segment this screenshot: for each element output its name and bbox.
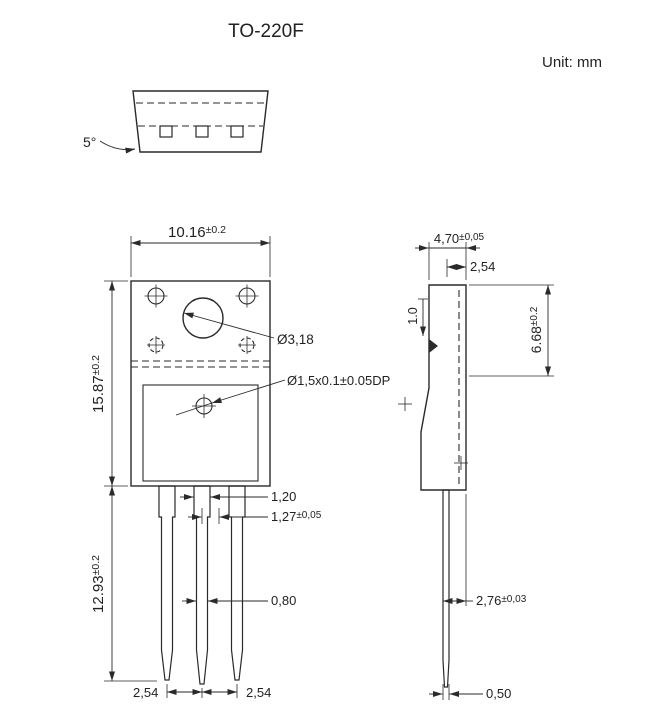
dim-dimple-offset: 1.0 [406, 307, 420, 324]
dim-hole-center-offset: 2,54 [470, 259, 495, 274]
dim-tab-height: 6.68±0.2 [528, 306, 544, 353]
dim-body-height: 15.87±0.2 [90, 355, 107, 413]
dim-lead-offset: 2,76±0,03 [476, 593, 527, 608]
page-title: TO-220F [228, 21, 304, 42]
pin-mark-top-left [144, 284, 168, 308]
register-cross-left [398, 397, 412, 411]
dim-lead-width: 0,80 [271, 593, 296, 608]
dim-body-width: 10.16±0.2 [168, 224, 226, 241]
dim-dimple-spec: Ø1,5x0.1±0.05DP [287, 373, 390, 388]
register-cross-right [454, 456, 468, 470]
dim-pitch-left: 2,54 [133, 685, 158, 700]
pin-mark-top-right [235, 284, 259, 308]
hidden-mark-left [147, 336, 165, 354]
front-view [130, 280, 271, 685]
unit-label: Unit: mm [542, 54, 602, 71]
side-view [398, 284, 468, 688]
package-body-front [130, 280, 271, 487]
front-view-dimensions: 10.16±0.2 15.87±0.2 12.93±0.2 Ø3,18 Ø1,5… [90, 224, 390, 700]
dim-lead-base-width: 1,20 [271, 489, 296, 504]
lead-right [228, 485, 246, 681]
dim-lead-thickness: 0,50 [486, 686, 511, 701]
dim-draft-angle: 5° [83, 134, 96, 150]
lead-side [442, 489, 450, 688]
dim-body-thickness: 4,70±0,05 [434, 231, 485, 246]
die-pad-area [142, 384, 259, 482]
hidden-mark-right [238, 336, 256, 354]
dimple-depth-marker [429, 339, 438, 353]
mounting-hole [182, 297, 224, 339]
lead-left [158, 485, 176, 681]
lead-section-2 [195, 125, 209, 138]
dim-lead-shoulder-width: 1,27±0,05 [271, 509, 322, 524]
lead-section-1 [159, 125, 173, 138]
lead-section-3 [230, 125, 244, 138]
dim-pitch-right: 2,54 [246, 685, 271, 700]
dim-lead-length: 12.93±0.2 [90, 555, 107, 613]
side-view-dimensions: 4,70±0,05 2,54 6.68±0.2 1.0 2,76±0,03 0,… [406, 231, 554, 701]
top-view: 5° [83, 90, 269, 154]
dim-hole-diameter: Ø3,18 [277, 332, 314, 347]
package-body-side [420, 284, 467, 491]
